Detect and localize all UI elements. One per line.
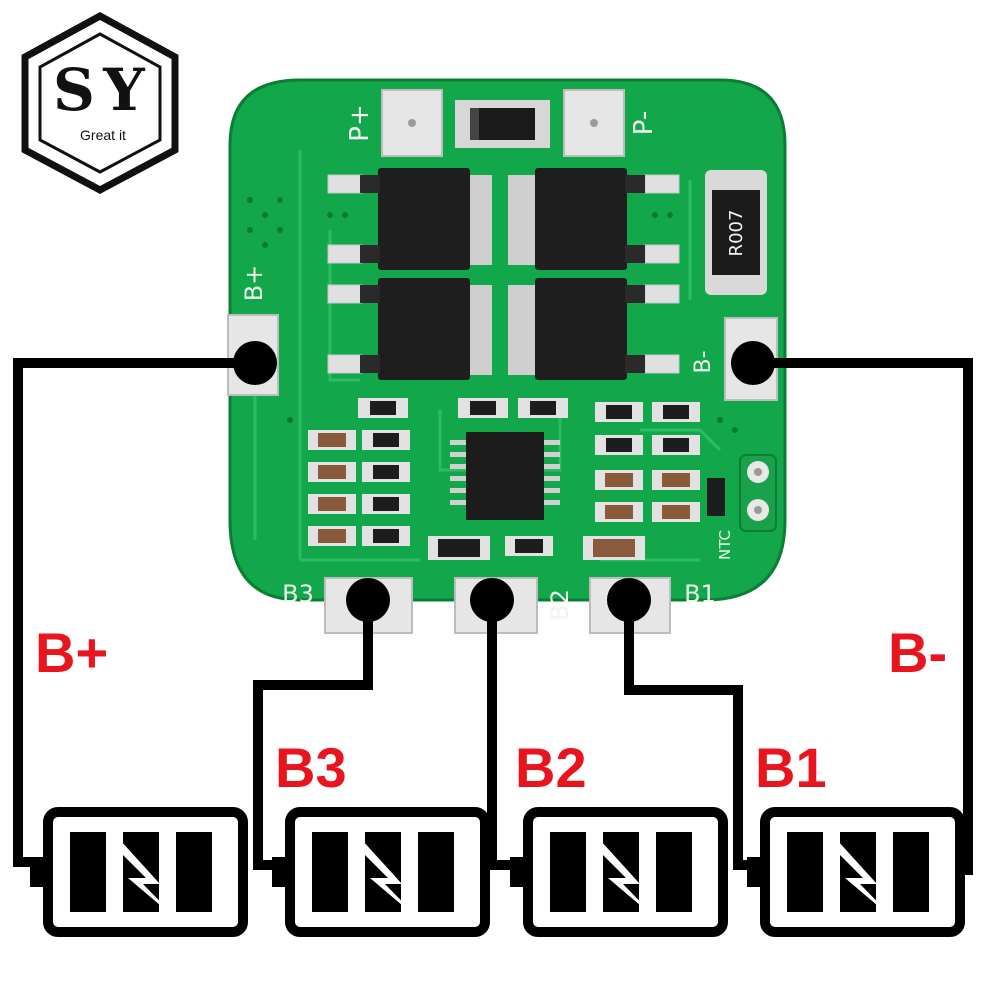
ntc-pads: NTC xyxy=(716,454,777,560)
connection-labels: B+ B- B3 B2 B1 xyxy=(35,621,947,799)
wire-b3 xyxy=(253,595,373,870)
silk-p-minus: P- xyxy=(629,111,659,136)
logo-tagline: Great it xyxy=(80,127,126,143)
silk-b-minus: B- xyxy=(691,350,716,373)
silk-resistor-code: R007 xyxy=(726,210,747,257)
silk-p-plus: P+ xyxy=(345,104,375,141)
label-b1: B1 xyxy=(755,736,827,799)
label-b-plus: B+ xyxy=(35,621,108,684)
brand-logo: S Y Great it xyxy=(21,12,179,194)
logo-letter-y: Y xyxy=(102,56,145,124)
smd-components xyxy=(308,398,725,560)
sense-resistor: R007 xyxy=(705,170,767,295)
label-b3: B3 xyxy=(275,736,347,799)
battery-cell xyxy=(30,812,243,932)
silk-ntc: NTC xyxy=(716,530,734,560)
dot-b1 xyxy=(607,578,651,622)
wire-b2 xyxy=(487,595,525,870)
silk-b-plus: B+ xyxy=(240,265,268,302)
dot-b-plus xyxy=(233,341,277,385)
silk-b3: B3 xyxy=(282,580,314,608)
dot-b3 xyxy=(346,578,390,622)
battery-cell xyxy=(510,812,723,932)
silk-b2: B2 xyxy=(546,589,574,621)
dot-b-minus xyxy=(731,341,775,385)
battery-cell xyxy=(272,812,485,932)
bms-controller-ic xyxy=(450,432,560,520)
pcb-board: P+ P- xyxy=(227,78,787,634)
battery-cell xyxy=(747,812,960,932)
logo-letter-s: S xyxy=(53,56,95,124)
wire-b1 xyxy=(624,595,765,870)
silk-b1: B1 xyxy=(684,580,716,608)
label-b-minus: B- xyxy=(888,621,947,684)
wire-b-plus xyxy=(13,358,260,867)
mosfet-array xyxy=(327,168,680,380)
dot-b2 xyxy=(470,578,514,622)
label-b2: B2 xyxy=(515,736,587,799)
